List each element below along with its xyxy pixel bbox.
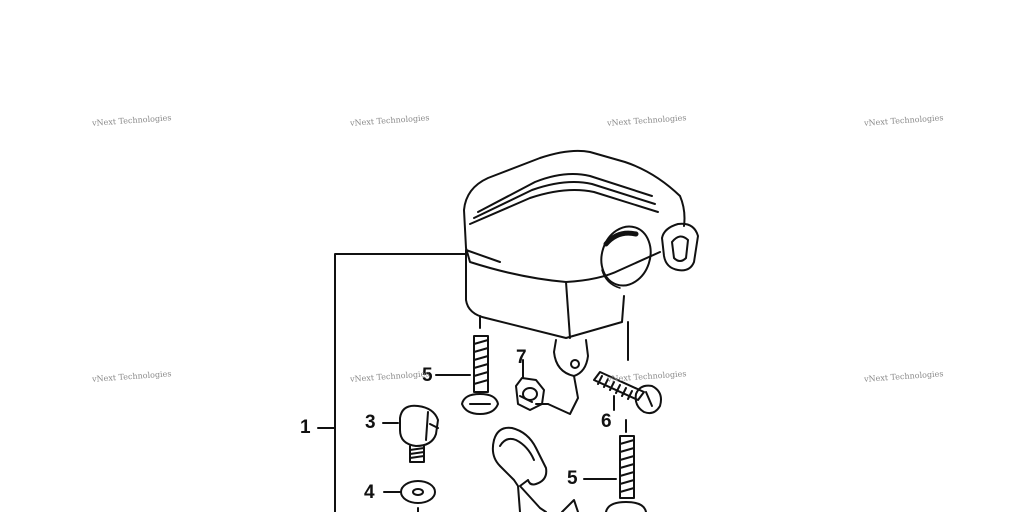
callout-5-left: 5: [422, 365, 433, 386]
washer-4: [400, 480, 436, 512]
assembly-bracket: [317, 253, 467, 512]
callout-4: 4: [364, 482, 375, 503]
nut-7: [515, 359, 549, 411]
screw-5-left: [461, 315, 499, 415]
leader-lines: [382, 374, 617, 493]
callout-1: 1: [300, 417, 311, 438]
callout-5-right: 5: [567, 468, 578, 489]
callout-7: 7: [516, 347, 527, 368]
screw-5-right: [605, 419, 647, 512]
callout-6: 6: [601, 411, 612, 432]
thumb-screw-3: [399, 404, 439, 463]
switch-housing: [463, 149, 699, 415]
screw-6: [593, 371, 662, 415]
switch-lever: [491, 426, 579, 512]
callout-3: 3: [365, 412, 376, 433]
